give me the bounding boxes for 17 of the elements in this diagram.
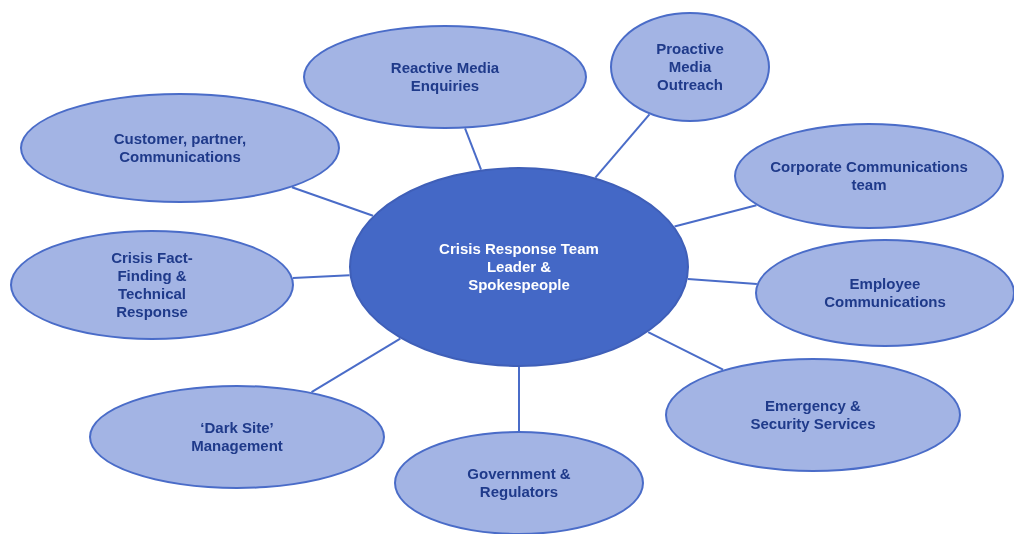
node-label: Crisis Response Team Leader & Spokespeople <box>438 240 600 294</box>
node-label: Employee Communications <box>823 275 947 311</box>
node-label: Emergency & Security Services <box>749 397 877 433</box>
node-label: Proactive Media Outreach <box>655 40 725 94</box>
connector-line <box>594 113 651 179</box>
connector-line <box>518 366 520 432</box>
connector-line <box>686 278 758 285</box>
node-label: Reactive Media Enquiries <box>390 59 500 95</box>
node-label: Government & Regulators <box>466 465 572 501</box>
connector-line <box>647 331 725 371</box>
connector-line <box>290 186 374 217</box>
connector-line <box>310 337 402 394</box>
node-label: Customer, partner, Communications <box>112 130 248 166</box>
node-label: Corporate Communications team <box>769 158 969 194</box>
node-label: Crisis Fact-Finding & Technical Response <box>110 249 194 321</box>
node-label: ‘Dark Site’ Management <box>190 419 284 455</box>
connector-line <box>673 204 758 228</box>
